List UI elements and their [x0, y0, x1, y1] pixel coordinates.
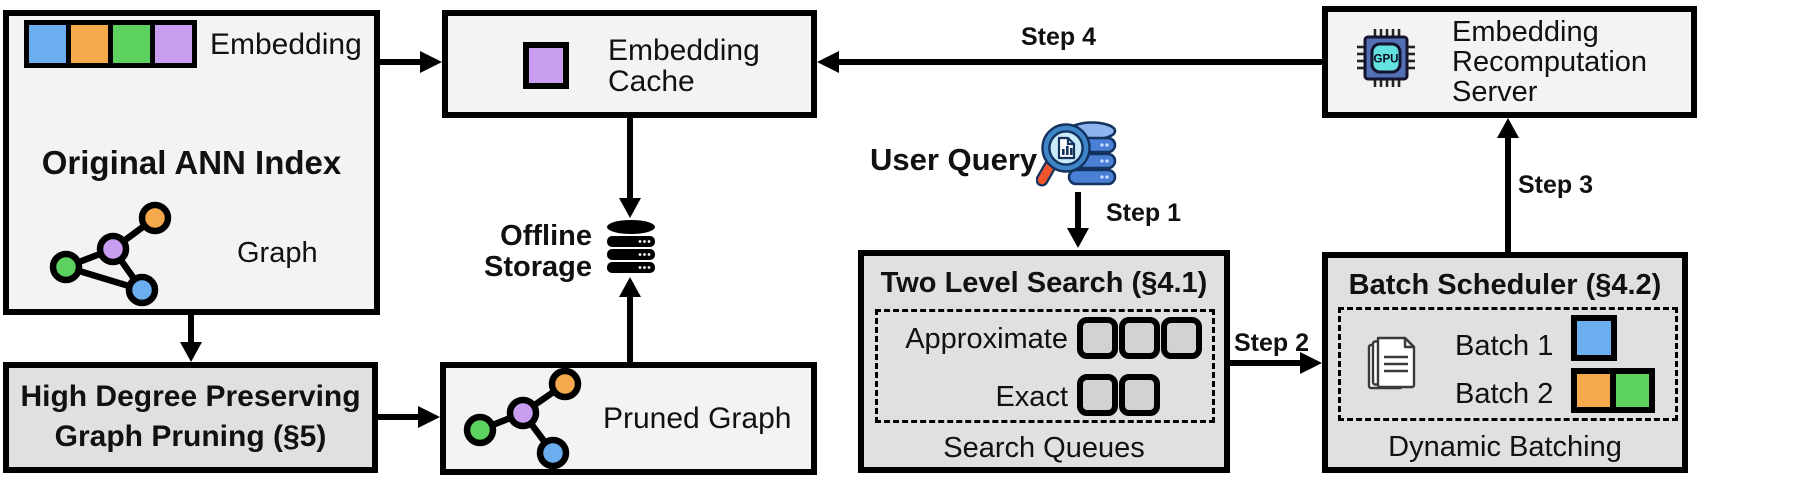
- embedding-cache-label-line2: Cache: [608, 65, 695, 98]
- queue-slot: [1077, 317, 1118, 359]
- green-embedding-cell: [1616, 374, 1649, 407]
- user-query-label: User Query: [870, 142, 1038, 177]
- arrowhead-step3: [1497, 118, 1519, 138]
- embedding-cache-label-line1: Embedding: [608, 34, 760, 67]
- queue-slot: [1119, 317, 1160, 359]
- recomputation-server-label: Embedding Recomputation Server: [1452, 16, 1648, 108]
- arrow-step4: [838, 59, 1322, 65]
- arrowhead-step4: [817, 51, 839, 73]
- arrowhead-cache-to-storage: [619, 198, 641, 218]
- batch2-label: Batch 2: [1455, 378, 1554, 410]
- blue-embedding-cell: [1577, 321, 1611, 355]
- documents-icon: [1367, 336, 1416, 390]
- batch-scheduler-title: Batch Scheduler (§4.2): [1348, 269, 1662, 301]
- step3-label: Step 3: [1518, 171, 1594, 199]
- arrow-pruning-to-pruned: [378, 414, 420, 420]
- purple-embedding-cell: [155, 25, 192, 63]
- step4-label: Step 4: [1021, 23, 1097, 51]
- orange-embedding-cell: [71, 25, 108, 63]
- arrowhead-step1: [1067, 228, 1089, 248]
- dynamic-batching-caption: Dynamic Batching: [1388, 431, 1622, 463]
- exact-label: Exact: [995, 381, 1068, 413]
- batch2-embedding-cells: [1571, 368, 1655, 413]
- queue-slot: [1119, 374, 1160, 416]
- blue-embedding-cell: [29, 25, 66, 63]
- queue-slot: [1077, 374, 1118, 416]
- exact-queue-slots: [1077, 374, 1160, 416]
- embedding-label: Embedding: [210, 28, 362, 61]
- batch1-embedding-cells: [1571, 315, 1617, 361]
- arrow-cache-to-storage: [627, 118, 633, 200]
- step1-label: Step 1: [1106, 199, 1182, 227]
- orange-embedding-cell: [1577, 374, 1610, 407]
- pruned-graph-label: Pruned Graph: [603, 402, 792, 435]
- arrowhead-ann-to-cache: [420, 51, 442, 73]
- batch1-label: Batch 1: [1455, 330, 1554, 362]
- embedding-cache-label: Embedding Cache: [608, 35, 760, 97]
- offline-storage-label: Offline Storage: [484, 220, 592, 283]
- graph-icon: [49, 201, 172, 307]
- two-level-search-box: [858, 250, 1230, 473]
- step2-label: Step 2: [1234, 329, 1310, 357]
- gpu-chip-label: GPU: [1374, 54, 1399, 66]
- search-queues-dashed-box: [875, 309, 1215, 423]
- arrowhead-step2: [1300, 352, 1322, 374]
- two-level-search-title: Two Level Search (§4.1): [880, 267, 1208, 299]
- arrow-step2: [1230, 360, 1302, 366]
- embedding-vector-icon: [24, 20, 197, 68]
- arrow-step1: [1075, 192, 1081, 230]
- database-icon: [607, 220, 655, 273]
- pruned-graph-icon: [463, 368, 582, 470]
- approximate-label: Approximate: [905, 323, 1068, 355]
- arrow-ann-to-cache: [380, 59, 422, 65]
- arrowhead-pruned-to-storage: [619, 277, 641, 297]
- arrow-ann-to-pruning: [188, 315, 194, 344]
- green-embedding-cell: [113, 25, 150, 63]
- arrowhead-ann-to-pruning: [180, 342, 202, 362]
- dynamic-batching-dashed-box: [1338, 307, 1678, 421]
- graph-pruning-title-line1: High Degree Preserving: [20, 380, 361, 413]
- approximate-queue-slots: [1077, 317, 1202, 359]
- cached-embedding-icon: [523, 42, 569, 89]
- arrow-step3: [1505, 138, 1511, 253]
- query-search-icon: [1036, 121, 1117, 187]
- graph-label: Graph: [237, 237, 318, 269]
- original-ann-index-title: Original ANN Index: [41, 144, 342, 181]
- arrowhead-pruning-to-pruned: [418, 406, 440, 428]
- gpu-chip-icon: GPU: [1357, 29, 1415, 87]
- graph-pruning-title-line2: Graph Pruning (§5): [54, 420, 327, 453]
- search-queues-caption: Search Queues: [943, 432, 1145, 464]
- arrow-pruned-to-storage: [627, 297, 633, 362]
- embedding-cache-box: [442, 10, 817, 118]
- queue-slot: [1161, 317, 1202, 359]
- graph-pruning-box: High Degree Preserving Graph Pruning (§5…: [3, 362, 378, 473]
